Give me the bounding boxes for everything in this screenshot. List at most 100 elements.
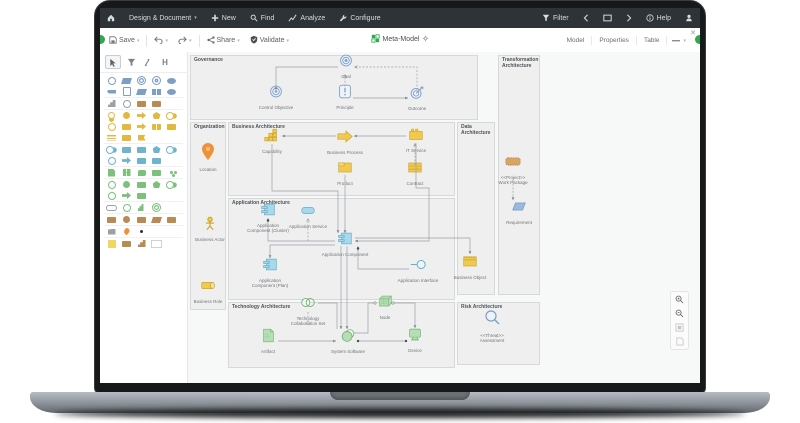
- palette-shape-3-2[interactable]: [134, 110, 149, 121]
- palette-shape-7-1[interactable]: [119, 155, 134, 166]
- palette-shape-0-1[interactable]: [119, 75, 134, 86]
- node-location[interactable]: Location: [193, 142, 223, 172]
- palette-shape-11-0[interactable]: [104, 202, 119, 213]
- palette-shape-9-2[interactable]: [134, 179, 149, 190]
- palette-shape-1-1[interactable]: [119, 86, 134, 97]
- palette-shape-14-3[interactable]: [149, 238, 164, 249]
- node-system-software[interactable]: System Software: [328, 328, 368, 354]
- palette-shape-2-0[interactable]: [104, 98, 119, 109]
- palette-shape-0-0[interactable]: [104, 75, 119, 86]
- palette-shape-6-4[interactable]: [164, 144, 179, 155]
- node-outcome[interactable]: Outcome: [402, 85, 432, 111]
- node-business-role[interactable]: Business Role: [191, 278, 225, 304]
- menu-item-design-document[interactable]: Design & Document▾: [129, 14, 197, 22]
- palette-shape-9-1[interactable]: [119, 179, 134, 190]
- layout-tool[interactable]: H: [162, 57, 168, 67]
- palette-shape-3-3[interactable]: [149, 110, 164, 121]
- node-app-component-cluster[interactable]: Application Component (Cluster): [245, 202, 291, 234]
- menu-item-filter[interactable]: Filter: [535, 8, 576, 28]
- node-control-objective[interactable]: Control Objective: [254, 84, 298, 110]
- palette-shape-13-0[interactable]: [104, 226, 119, 237]
- zoom-out-button[interactable]: [673, 308, 686, 319]
- share-button[interactable]: Share ▾: [204, 34, 243, 48]
- menu-item-chevr[interactable]: [619, 8, 639, 28]
- gear-icon[interactable]: [422, 35, 429, 44]
- node-app-service[interactable]: Application Service: [288, 203, 328, 229]
- node-assessment[interactable]: <<Threat>> Assessment: [475, 309, 509, 344]
- tabs-more-button[interactable]: ▾: [667, 37, 686, 44]
- zoom-in-button[interactable]: [673, 294, 686, 305]
- region-transformation-architecture[interactable]: Transformation Architecture: [498, 55, 540, 295]
- node-app-interface[interactable]: Application Interface: [396, 257, 440, 283]
- node-app-component[interactable]: Application Component: [321, 231, 369, 257]
- node-business-object[interactable]: Business Object: [453, 254, 487, 280]
- palette-shape-4-3[interactable]: [149, 121, 164, 132]
- menu-item-window[interactable]: [596, 8, 619, 28]
- palette-shape-13-1[interactable]: [119, 226, 134, 237]
- palette-shape-8-1[interactable]: [119, 167, 134, 178]
- palette-shape-5-0[interactable]: [104, 132, 119, 143]
- palette-shape-6-3[interactable]: [149, 144, 164, 155]
- menu-item-person[interactable]: [678, 8, 700, 28]
- palette-shape-1-2[interactable]: [134, 86, 149, 97]
- menu-item-analyze[interactable]: Analyze: [281, 8, 332, 28]
- tab-table[interactable]: Table: [637, 36, 668, 45]
- node-it-service[interactable]: IT Service: [401, 127, 431, 153]
- menu-item-home[interactable]: [100, 8, 122, 28]
- palette-shape-2-2[interactable]: [134, 98, 149, 109]
- palette-shape-12-3[interactable]: [149, 214, 164, 225]
- pointer-tool[interactable]: [105, 55, 121, 69]
- palette-shape-2-1[interactable]: [119, 98, 134, 109]
- palette-shape-4-4[interactable]: [164, 121, 179, 132]
- palette-shape-13-2[interactable]: [134, 226, 149, 237]
- filter-tool[interactable]: [124, 56, 138, 68]
- fit-page-button[interactable]: [673, 322, 686, 333]
- palette-shape-0-2[interactable]: [134, 75, 149, 86]
- palette-shape-9-3[interactable]: [149, 179, 164, 190]
- node-business-actor[interactable]: Business Actor: [193, 216, 227, 242]
- palette-shape-5-2[interactable]: [134, 132, 149, 143]
- palette-shape-5-1[interactable]: [119, 132, 134, 143]
- palette-shape-8-2[interactable]: [134, 167, 149, 178]
- palette-shape-10-2[interactable]: [134, 190, 149, 201]
- validate-button[interactable]: Validate ▾: [247, 33, 292, 48]
- palette-shape-14-1[interactable]: [119, 238, 134, 249]
- menu-item-help[interactable]: Help: [639, 8, 678, 28]
- palette-shape-12-1[interactable]: [119, 214, 134, 225]
- palette-shape-10-0[interactable]: [104, 190, 119, 201]
- palette-shape-8-4[interactable]: [164, 167, 179, 178]
- node-work-package[interactable]: <<Project>> Work Package: [494, 154, 532, 186]
- node-principle[interactable]: Principle: [330, 84, 360, 110]
- palette-shape-0-3[interactable]: [149, 75, 164, 86]
- palette-shape-0-4[interactable]: [164, 75, 179, 86]
- palette-shape-6-0[interactable]: [104, 144, 119, 155]
- palette-shape-11-3[interactable]: [149, 202, 164, 213]
- palette-shape-1-3[interactable]: [149, 86, 164, 97]
- palette-shape-12-4[interactable]: [164, 214, 179, 225]
- menu-item-find[interactable]: Find: [243, 8, 282, 28]
- palette-shape-7-2[interactable]: [134, 155, 149, 166]
- palette-shape-4-2[interactable]: [134, 121, 149, 132]
- palette-shape-8-0[interactable]: [104, 167, 119, 178]
- node-device[interactable]: Device: [400, 327, 430, 353]
- node-app-component-plan[interactable]: Application Component (Plan): [247, 257, 293, 289]
- palette-shape-11-1[interactable]: [119, 202, 134, 213]
- node-node[interactable]: Node: [370, 294, 400, 320]
- node-business-process[interactable]: Business Process: [323, 129, 367, 155]
- palette-shape-6-1[interactable]: [119, 144, 134, 155]
- palette-shape-3-0[interactable]: [104, 110, 119, 121]
- undo-button[interactable]: ▾: [151, 34, 171, 48]
- region-data-architecture[interactable]: Data Architecture: [457, 122, 495, 295]
- palette-shape-14-2[interactable]: [134, 238, 149, 249]
- menu-item-chevl[interactable]: [576, 8, 596, 28]
- palette-shape-4-0[interactable]: [104, 121, 119, 132]
- export-page-button[interactable]: [673, 336, 686, 347]
- palette-shape-11-2[interactable]: [134, 202, 149, 213]
- region-risk-architecture[interactable]: Risk Architecture: [457, 302, 540, 365]
- node-requirement[interactable]: Requirement: [502, 199, 536, 225]
- palette-shape-7-0[interactable]: [104, 155, 119, 166]
- palette-shape-12-0[interactable]: [104, 214, 119, 225]
- palette-shape-2-3[interactable]: [149, 98, 164, 109]
- palette-shape-14-0[interactable]: [104, 238, 119, 249]
- menu-item-configure[interactable]: Configure: [332, 8, 387, 28]
